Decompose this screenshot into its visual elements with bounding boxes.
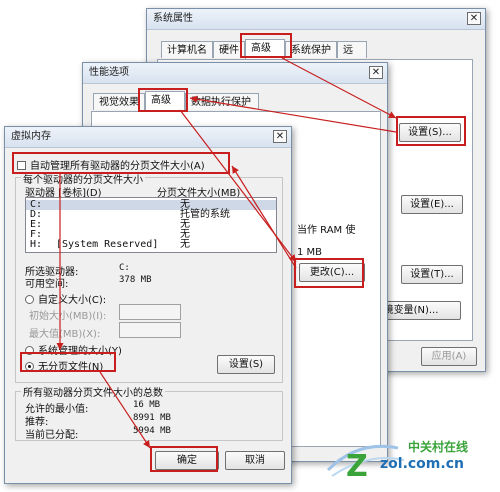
virtual-memory-title: 虚拟内存 bbox=[11, 131, 51, 142]
max-size-label: 最大值(MB)(X): bbox=[29, 329, 101, 340]
min-allowed-label: 允许的最小值: bbox=[25, 404, 89, 415]
initial-size-input[interactable] bbox=[119, 304, 181, 320]
close-icon[interactable]: ✕ bbox=[273, 130, 287, 143]
checkbox-icon[interactable] bbox=[17, 161, 26, 170]
startup-settings-button[interactable]: 设置(T)... bbox=[401, 265, 463, 284]
performance-options-titlebar: 性能选项 ✕ bbox=[83, 63, 387, 84]
highlight-advanced-tab bbox=[240, 33, 292, 58]
ok-button[interactable]: 确定 bbox=[155, 451, 219, 470]
performance-settings-button[interactable]: 设置(S)... bbox=[399, 123, 461, 142]
system-properties-titlebar: 系统属性 ✕ bbox=[147, 9, 485, 30]
tab-advanced[interactable]: 高级 bbox=[145, 91, 185, 111]
auto-manage-label: 自动管理所有驱动器的分页文件大小(A) bbox=[30, 161, 205, 172]
recommended-label: 推荐: bbox=[25, 417, 49, 428]
user-profile-settings-button[interactable]: 设置(E)... bbox=[401, 195, 463, 214]
brand-name: 中关村在线 bbox=[408, 440, 469, 454]
tab-advanced[interactable]: 高级 bbox=[245, 39, 285, 59]
svg-text:Z: Z bbox=[346, 449, 368, 484]
custom-size-radio[interactable]: 自定义大小(C): bbox=[25, 291, 106, 306]
selected-drive-label: 所选驱动器: bbox=[25, 267, 79, 278]
list-item[interactable]: F: 无 bbox=[30, 229, 190, 240]
tab-hardware[interactable]: 硬件 bbox=[213, 41, 245, 58]
highlight-perf-advanced-tab bbox=[138, 88, 188, 112]
radio-icon[interactable] bbox=[25, 346, 34, 355]
highlight-auto-manage bbox=[12, 152, 230, 174]
max-size-input[interactable] bbox=[119, 322, 181, 338]
min-allowed-value: 16 MB bbox=[133, 400, 161, 410]
close-icon[interactable]: ✕ bbox=[467, 12, 481, 25]
tab-computer-name[interactable]: 计算机名 bbox=[161, 41, 213, 58]
tab-visual-effects[interactable]: 视觉效果 bbox=[93, 93, 145, 110]
list-item[interactable]: C: 无 bbox=[26, 200, 276, 210]
highlight-change-button bbox=[294, 258, 364, 288]
close-icon[interactable]: ✕ bbox=[369, 66, 383, 79]
list-item[interactable]: D: 托管的系统 bbox=[30, 209, 230, 220]
highlight-ok-button bbox=[150, 446, 218, 472]
free-space-label: 可用空间: bbox=[25, 279, 69, 290]
drive-list[interactable]: C: 无 D: 托管的系统 E: 无 F: 无 H: [System Reser… bbox=[25, 197, 277, 253]
auto-manage-checkbox[interactable]: 自动管理所有驱动器的分页文件大小(A) bbox=[17, 157, 205, 172]
custom-size-label: 自定义大小(C): bbox=[38, 295, 107, 306]
zol-logo-icon: Z bbox=[326, 444, 405, 484]
system-properties-title: 系统属性 bbox=[153, 13, 193, 24]
column-drive-header: 驱动器 [卷标](D) bbox=[25, 188, 102, 199]
virtual-memory-dialog: 虚拟内存 ✕ 自动管理所有驱动器的分页文件大小(A) 每个驱动器的分页文件大小 … bbox=[4, 126, 292, 484]
zol-logo: Z 中关村在线 zol.com.cn bbox=[318, 430, 494, 488]
set-button[interactable]: 设置(S) bbox=[217, 355, 275, 374]
virtual-memory-titlebar: 虚拟内存 ✕ bbox=[5, 127, 291, 148]
paging-file-group bbox=[15, 177, 283, 383]
paging-file-group-title: 每个驱动器的分页文件大小 bbox=[21, 171, 145, 186]
arrow-tab-to-settings bbox=[281, 57, 397, 119]
free-space-value: 378 MB bbox=[119, 275, 152, 285]
system-properties-tabs: 计算机名 硬件 高级 系统保护 远程 bbox=[161, 39, 461, 73]
column-size-header: 分页文件大小(MB) bbox=[157, 188, 241, 199]
change-virtual-memory-button[interactable]: 更改(C)... bbox=[299, 263, 365, 282]
arrow-settings-to-perf-tab bbox=[189, 95, 397, 133]
selected-drive-value: C: bbox=[119, 263, 130, 273]
tab-system-protection[interactable]: 系统保护 bbox=[285, 41, 337, 58]
highlight-no-paging bbox=[20, 352, 116, 372]
system-managed-radio[interactable]: 系统管理的大小(Y) bbox=[25, 342, 122, 357]
arrow-change-to-auto bbox=[231, 165, 297, 269]
arrow-no-paging-to-ok bbox=[99, 371, 151, 449]
initial-size-label: 初始大小(MB)(I): bbox=[29, 311, 107, 322]
recommended-value: 8991 MB bbox=[133, 413, 171, 423]
allocated-value: 5994 MB bbox=[133, 426, 171, 436]
list-item[interactable]: E: 无 bbox=[30, 219, 190, 230]
total-paging-group-title: 所有驱动器分页文件大小的总数 bbox=[21, 384, 165, 399]
performance-options-title: 性能选项 bbox=[89, 67, 129, 78]
cancel-button[interactable]: 取消 bbox=[225, 451, 285, 470]
brand-site: zol.com.cn bbox=[380, 456, 464, 472]
apply-button[interactable]: 应用(A) bbox=[421, 347, 477, 366]
virtual-memory-total: 1 MB bbox=[297, 247, 323, 258]
system-managed-label: 系统管理的大小(Y) bbox=[38, 346, 122, 357]
allocated-label: 当前已分配: bbox=[25, 430, 79, 441]
virtual-memory-description: 当作 RAM 使 bbox=[297, 225, 356, 236]
highlight-settings-button bbox=[396, 116, 466, 146]
radio-icon[interactable] bbox=[25, 295, 34, 304]
list-item[interactable]: H: [System Reserved] 无 bbox=[30, 239, 190, 250]
no-paging-file-label: 无分页文件(N) bbox=[38, 362, 104, 373]
